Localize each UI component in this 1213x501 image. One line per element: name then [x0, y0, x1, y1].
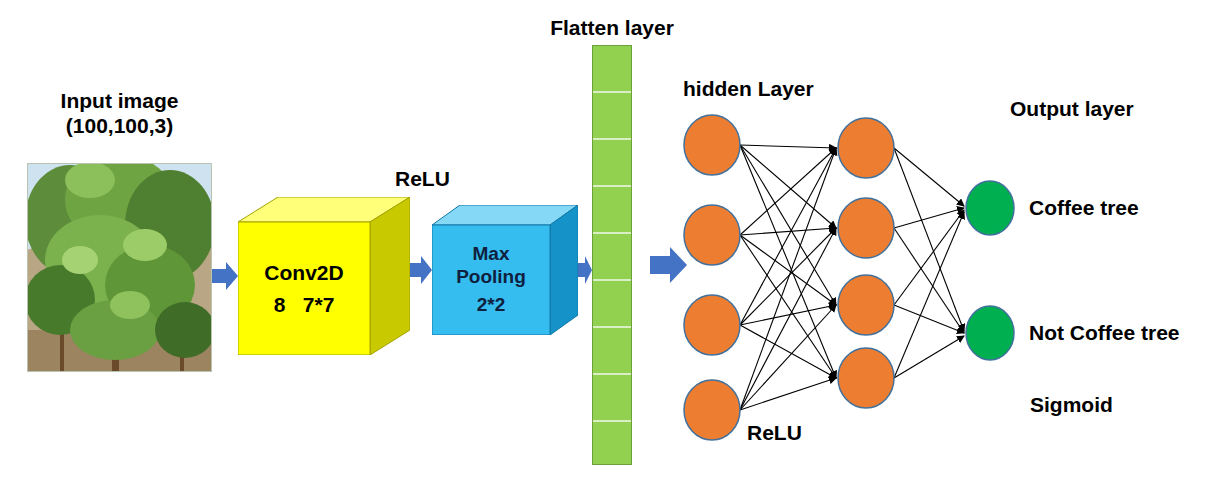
- layer-cube: Conv2D 8 7*7: [238, 197, 410, 355]
- layer-params: 2*2: [477, 294, 506, 317]
- layer-note: ReLU: [395, 166, 450, 191]
- layer-name: Conv2D: [264, 260, 343, 285]
- layer-note: Output layer: [1010, 96, 1134, 121]
- layer-cube: Max Pooling 2*2: [432, 205, 578, 335]
- layer-note: Sigmoid: [1030, 392, 1113, 417]
- flatten-arrow: [650, 247, 687, 283]
- flatten-column: Flatten layer: [592, 45, 632, 465]
- cube-label-box: Conv2D 8 7*7: [238, 222, 370, 355]
- layer-name: Max Pooling: [440, 243, 542, 289]
- cube-label-box: Max Pooling 2*2: [432, 225, 550, 335]
- cube-side: [370, 197, 410, 355]
- flow-arrow: [212, 262, 238, 290]
- layer-params: 8 7*7: [274, 292, 335, 317]
- layer-note: ReLU: [747, 420, 802, 445]
- class-name: Not Coffee tree: [1029, 320, 1180, 345]
- output-neuron: Coffee tree: [965, 180, 1015, 236]
- output-neuron: Not Coffee tree: [965, 305, 1015, 361]
- neuron-fill: [966, 181, 1014, 235]
- hidden-neurons: [684, 115, 894, 440]
- class-name: Coffee tree: [1029, 195, 1139, 220]
- layer-title: Flatten layer: [550, 15, 674, 40]
- neuron-circle: [965, 305, 1015, 361]
- flow-arrow: [410, 256, 432, 284]
- layer-note: hidden Layer: [683, 76, 814, 101]
- cube-front: [432, 225, 550, 335]
- cube-front: [238, 222, 370, 355]
- neuron-circle: [965, 180, 1015, 236]
- neuron-fill: [966, 306, 1014, 360]
- flow-arrow: [578, 256, 592, 284]
- input-title: Input image (100,100,3): [35, 88, 205, 138]
- input-image: Input image (100,100,3): [27, 163, 212, 372]
- cube-side: [550, 205, 578, 335]
- dense-connections: [740, 145, 964, 410]
